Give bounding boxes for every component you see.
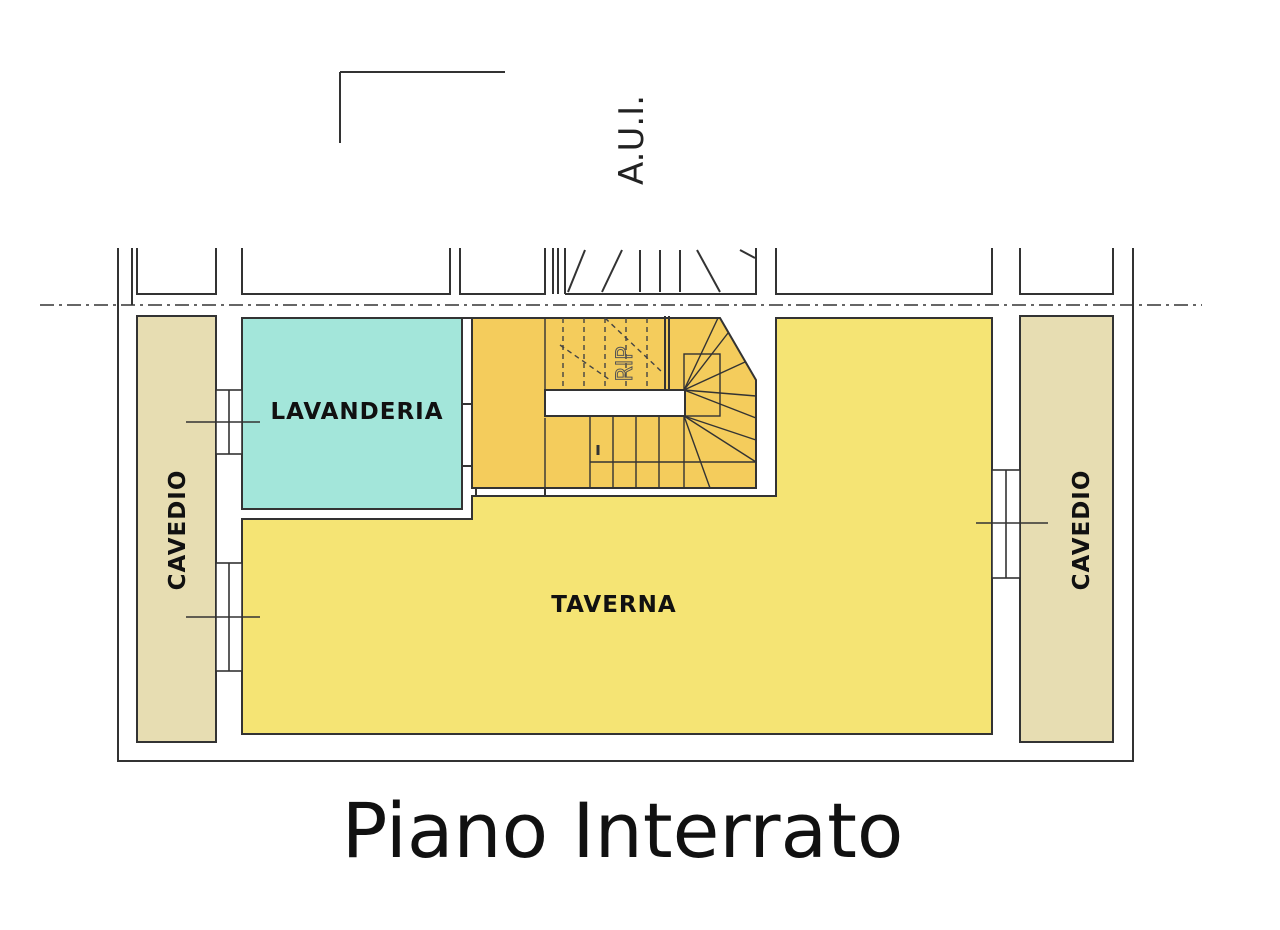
floor-caption: Piano Interrato [341,786,904,875]
cavedio-right-label: CAVEDIO [1069,470,1095,591]
lavanderia-area [241,317,463,510]
window-left-upper [186,389,260,455]
upper-structure [117,248,1134,305]
window-left-lower [186,562,260,672]
stair-rip-label: RIP [613,346,638,381]
cavedio-left-area [136,315,217,743]
taverna-label: TAVERNA [551,592,676,618]
window-right [976,469,1048,579]
aui-label: A.U.I. [612,95,652,185]
staircase [544,316,757,494]
partition-walls [242,317,546,520]
lavanderia-label: LAVANDERIA [270,399,443,425]
corner-mark [339,71,505,143]
stair-landing-bar [544,389,686,417]
cavedio-right-area [1019,315,1114,743]
cavedio-left-label: CAVEDIO [165,470,191,591]
outer-wall [117,305,1134,762]
